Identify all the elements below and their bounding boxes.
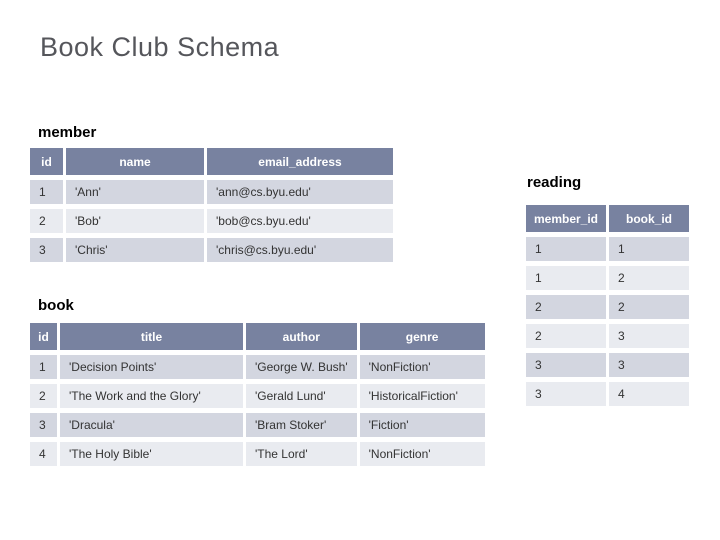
- table-cell: 1: [30, 355, 57, 379]
- book-col-header-genre: genre: [359, 323, 485, 350]
- table-cell: 1: [526, 237, 606, 261]
- member-table-label: member: [38, 124, 97, 141]
- book-header-row: id title author genre: [30, 323, 485, 350]
- table-row: 2 3: [526, 324, 689, 348]
- table-cell: 3: [30, 238, 63, 262]
- table-row: 3 3: [526, 353, 689, 377]
- table-cell: 1: [609, 237, 689, 261]
- reading-table-label: reading: [527, 174, 582, 191]
- table-row: 3 'Chris' 'chris@cs.byu.edu': [30, 238, 393, 262]
- table-cell: 3: [526, 353, 606, 377]
- member-col-header-id: id: [30, 148, 63, 175]
- table-cell: 'Fiction': [359, 413, 485, 437]
- table-cell: 2: [526, 324, 606, 348]
- table-row: 3 4: [526, 382, 689, 406]
- member-header-row: id name email_address: [30, 148, 393, 175]
- table-cell: 2: [30, 384, 57, 408]
- table-row: 1 'Decision Points' 'George W. Bush' 'No…: [30, 355, 485, 379]
- table-cell: 'Ann': [66, 180, 204, 204]
- table-cell: 'HistoricalFiction': [359, 384, 485, 408]
- reading-header-row: member_id book_id: [526, 205, 689, 232]
- table-row: 2 'The Work and the Glory' 'Gerald Lund'…: [30, 384, 485, 408]
- table-cell: 'ann@cs.byu.edu': [207, 180, 393, 204]
- table-cell: 'bob@cs.byu.edu': [207, 209, 393, 233]
- table-cell: 'George W. Bush': [246, 355, 357, 379]
- table-row: 2 'Bob' 'bob@cs.byu.edu': [30, 209, 393, 233]
- table-cell: 3: [609, 324, 689, 348]
- table-cell: 1: [30, 180, 63, 204]
- table-cell: 3: [526, 382, 606, 406]
- table-cell: 'Bram Stoker': [246, 413, 357, 437]
- table-cell: 'Decision Points': [60, 355, 243, 379]
- table-row: 1 'Ann' 'ann@cs.byu.edu': [30, 180, 393, 204]
- table-cell: 'Chris': [66, 238, 204, 262]
- book-table-label: book: [38, 297, 74, 314]
- table-cell: 'Bob': [66, 209, 204, 233]
- table-cell: 2: [30, 209, 63, 233]
- page-title: Book Club Schema: [40, 32, 280, 62]
- table-cell: 'The Lord': [246, 442, 357, 466]
- table-cell: 'Dracula': [60, 413, 243, 437]
- book-col-header-id: id: [30, 323, 57, 350]
- table-row: 4 'The Holy Bible' 'The Lord' 'NonFictio…: [30, 442, 485, 466]
- table-cell: 3: [30, 413, 57, 437]
- table-row: 1 1: [526, 237, 689, 261]
- book-table: id title author genre 1 'Decision Points…: [27, 318, 488, 471]
- table-cell: 1: [526, 266, 606, 290]
- member-col-header-name: name: [66, 148, 204, 175]
- table-row: 1 2: [526, 266, 689, 290]
- table-row: 3 'Dracula' 'Bram Stoker' 'Fiction': [30, 413, 485, 437]
- member-col-header-email: email_address: [207, 148, 393, 175]
- reading-col-header-book-id: book_id: [609, 205, 689, 232]
- book-col-header-title: title: [60, 323, 243, 350]
- table-cell: 'NonFiction': [359, 355, 485, 379]
- table-cell: 'Gerald Lund': [246, 384, 357, 408]
- table-cell: 'The Holy Bible': [60, 442, 243, 466]
- table-row: 2 2: [526, 295, 689, 319]
- reading-table: member_id book_id 1 1 1 2 2 2 2 3 3 3 3 …: [523, 200, 692, 411]
- table-cell: 'NonFiction': [359, 442, 485, 466]
- table-cell: 'The Work and the Glory': [60, 384, 243, 408]
- table-cell: 3: [609, 353, 689, 377]
- table-cell: 4: [30, 442, 57, 466]
- table-cell: 2: [609, 295, 689, 319]
- table-cell: 4: [609, 382, 689, 406]
- table-cell: 'chris@cs.byu.edu': [207, 238, 393, 262]
- table-cell: 2: [609, 266, 689, 290]
- member-table: id name email_address 1 'Ann' 'ann@cs.by…: [27, 143, 396, 267]
- reading-col-header-member-id: member_id: [526, 205, 606, 232]
- book-col-header-author: author: [246, 323, 357, 350]
- table-cell: 2: [526, 295, 606, 319]
